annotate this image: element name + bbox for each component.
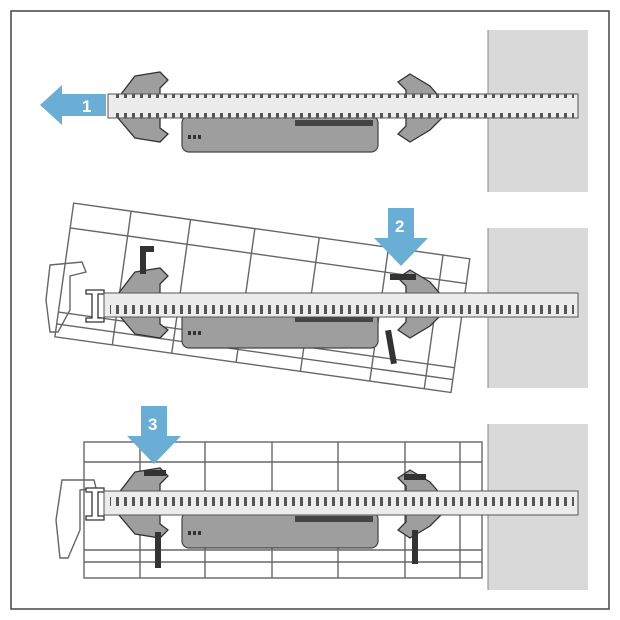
step-number-2: 2 <box>395 217 404 236</box>
step-number-3: 3 <box>148 415 157 434</box>
lever-left-2 <box>140 246 146 274</box>
diagram-canvas: 1 <box>10 10 610 610</box>
step-arrow-2: 2 <box>374 208 428 266</box>
panel-step-1: 1 <box>40 30 588 192</box>
lever-right-3 <box>404 474 426 480</box>
panel-step-2: 2 <box>45 202 588 394</box>
step-number-1: 1 <box>82 97 91 116</box>
lever-left-3 <box>144 470 166 476</box>
panel-step-3: 3 <box>55 406 588 590</box>
instruction-diagram: 1 <box>10 10 610 610</box>
step-arrow-1: 1 <box>40 85 106 125</box>
lever-right-2 <box>390 274 416 280</box>
step-arrow-3: 3 <box>127 406 181 464</box>
